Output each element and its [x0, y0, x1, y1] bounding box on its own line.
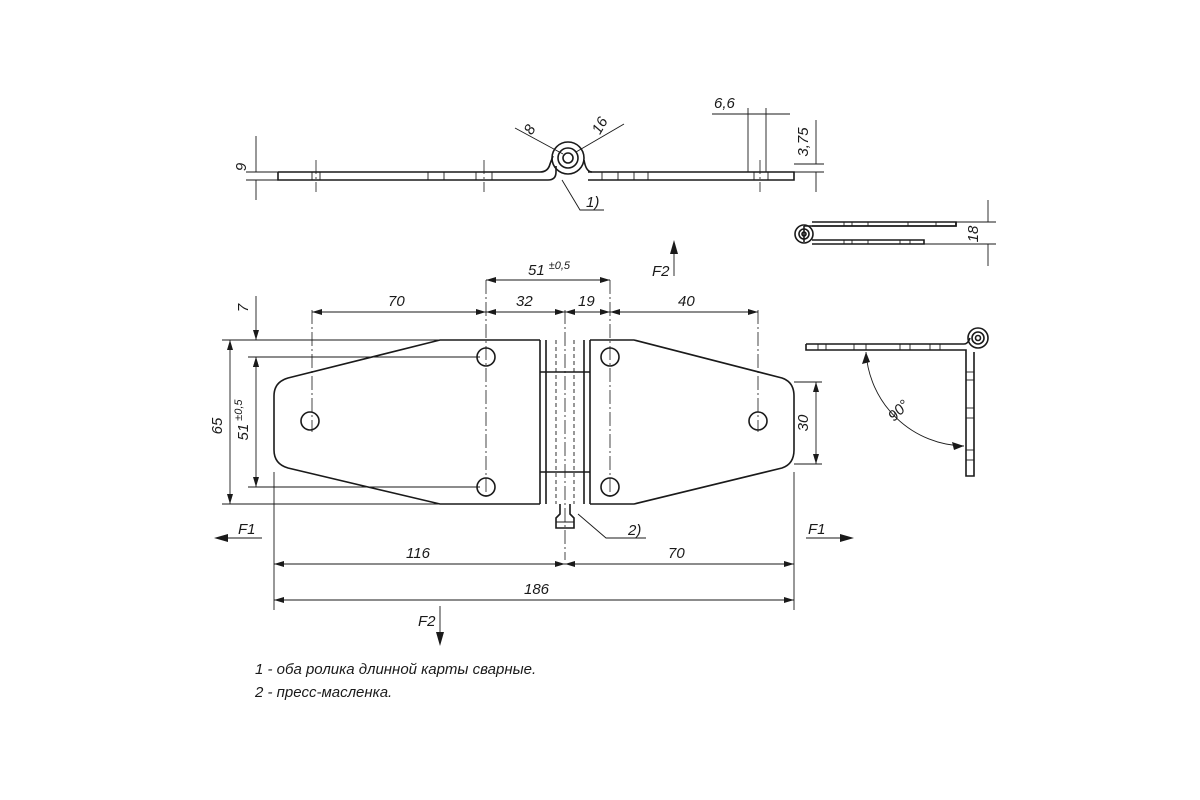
dim-90-deg: 90°	[885, 397, 913, 425]
force-f2-top: F2	[652, 240, 678, 280]
dim-8: 8	[521, 121, 540, 137]
note-2: 2 - пресс-масленка.	[255, 684, 393, 701]
pin	[562, 152, 574, 164]
dim-6-6: 6,6	[714, 95, 736, 112]
force-f1-right: F1	[806, 521, 854, 542]
side-view: 8 16 1) 9 6,6 3,75	[233, 95, 824, 211]
dim-70-bottom: 70	[668, 545, 685, 562]
f2-top-label: F2	[652, 263, 670, 280]
knuckle-mid	[557, 147, 579, 169]
force-f1-left: F1	[214, 521, 262, 542]
dim-9: 9	[233, 162, 250, 171]
dim-70-top: 70	[388, 293, 405, 310]
note-1: 1 - оба ролика длинной карты сварные.	[255, 661, 537, 678]
dim-7: 7	[235, 303, 252, 312]
dim-30: 30	[795, 414, 812, 431]
dim-32: 32	[516, 293, 533, 310]
force-f2-bottom: F2	[418, 606, 444, 646]
dim-16: 16	[589, 114, 612, 138]
callout-2: 2)	[627, 522, 641, 539]
dim-18: 18	[965, 225, 982, 242]
knuckle-outer	[551, 141, 585, 175]
dim-65: 65	[209, 417, 226, 434]
dim-116: 116	[406, 545, 431, 562]
dim-40: 40	[678, 293, 695, 310]
dim-186: 186	[524, 581, 550, 598]
callout-1: 1)	[586, 194, 599, 211]
plan-view: 2) 51±0,5 70 32 19 40 65 51±0,5	[209, 260, 822, 610]
folded-view: 18	[794, 200, 996, 266]
dim-19: 19	[578, 293, 595, 310]
dim-51-top: 51±0,5	[528, 260, 571, 279]
open-90-view: 90°	[805, 327, 989, 477]
notes: 1 - оба ролика длинной карты сварные. 2 …	[255, 658, 536, 704]
f1-left-label: F1	[238, 521, 256, 538]
f2-bottom-label: F2	[418, 613, 436, 630]
dim-3-75: 3,75	[795, 127, 812, 157]
f1-right-label: F1	[808, 521, 826, 538]
dim-51-left: 51±0,5	[233, 399, 252, 441]
hole	[300, 411, 320, 431]
